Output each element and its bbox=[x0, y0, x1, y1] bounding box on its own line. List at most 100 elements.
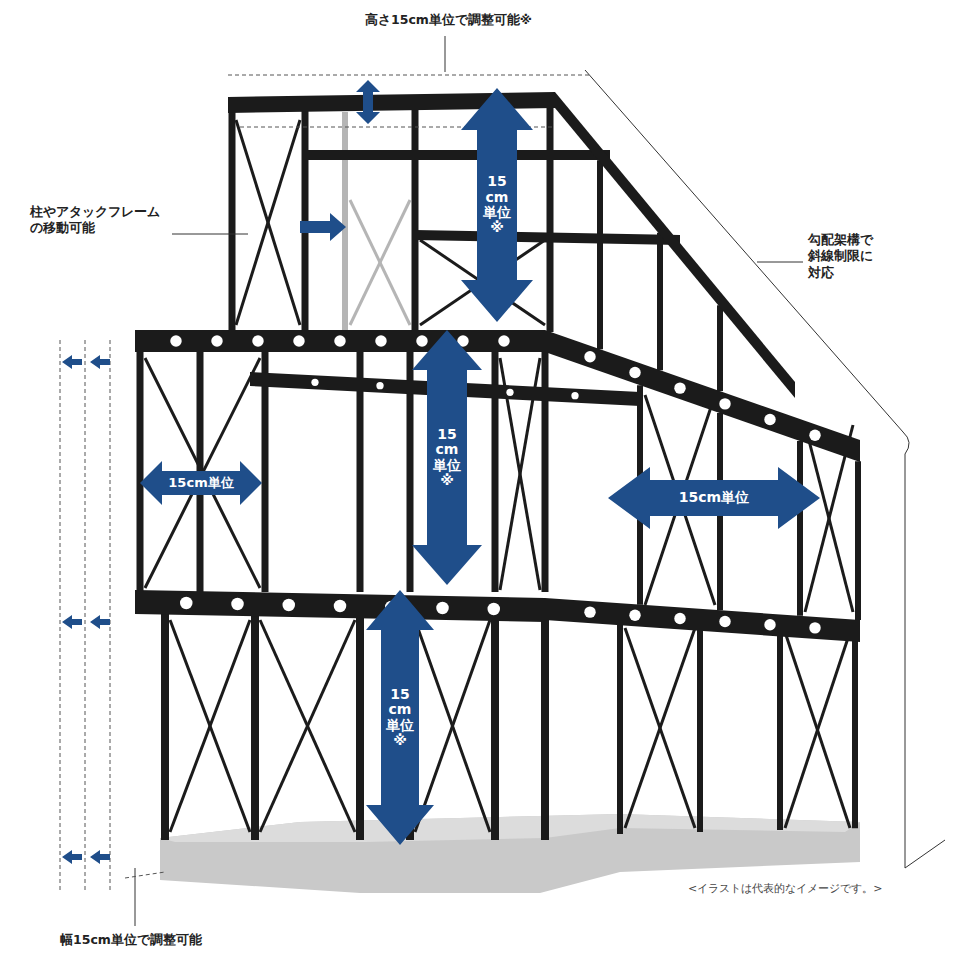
frame-part bbox=[135, 330, 545, 352]
frame-part bbox=[764, 414, 775, 425]
annotation: 勾配架構で 斜線制限に 対応 bbox=[808, 232, 876, 281]
frame-part bbox=[283, 599, 295, 611]
frame-part bbox=[764, 619, 775, 630]
frame-part bbox=[90, 355, 110, 369]
frame-part bbox=[356, 612, 364, 840]
frame-part bbox=[617, 621, 623, 834]
frame-part bbox=[855, 461, 861, 620]
frame-part bbox=[302, 108, 309, 332]
frame-part bbox=[236, 120, 300, 325]
frame-part bbox=[350, 200, 410, 325]
frame-part bbox=[797, 441, 803, 616]
frame-part bbox=[674, 613, 685, 624]
frame-part bbox=[584, 606, 595, 617]
frame-part bbox=[125, 872, 165, 878]
frame-part bbox=[170, 620, 250, 832]
frame-part bbox=[260, 620, 355, 832]
frame-part bbox=[625, 628, 695, 828]
frame-part bbox=[657, 233, 663, 370]
dimension-arrow: 15 cm 単位 ※ bbox=[412, 330, 482, 585]
frame-part bbox=[228, 75, 590, 76]
frame-part bbox=[852, 636, 858, 828]
frame-part bbox=[229, 108, 236, 332]
frame-part bbox=[809, 622, 820, 633]
frame-part bbox=[584, 351, 595, 362]
frame-part bbox=[62, 615, 82, 629]
frame-part bbox=[436, 602, 448, 614]
frame-part bbox=[545, 598, 860, 642]
frame-part bbox=[252, 335, 263, 346]
caption: <イラストは代表的なイメージです。> bbox=[688, 882, 882, 896]
frame-part bbox=[311, 379, 318, 386]
arrow-shape bbox=[140, 461, 262, 505]
frame-part bbox=[300, 213, 346, 241]
frame-part bbox=[674, 382, 685, 393]
frame-part bbox=[412, 108, 419, 332]
frame-part bbox=[785, 632, 850, 828]
arrow-label: 15 cm 単位 ※ bbox=[385, 687, 415, 749]
frame-part bbox=[342, 112, 348, 330]
frame-part bbox=[415, 620, 490, 832]
frame-part bbox=[541, 612, 549, 840]
frame-part bbox=[110, 340, 111, 890]
arrow-shape bbox=[608, 467, 820, 529]
frame-part bbox=[415, 620, 490, 832]
frame-part bbox=[785, 632, 850, 828]
arrow-label: 15cm単位 bbox=[168, 474, 233, 492]
arrow-shape bbox=[412, 330, 482, 585]
arrow-label: 15cm単位 bbox=[679, 489, 749, 507]
frame-part bbox=[445, 36, 446, 72]
frame-part bbox=[180, 597, 192, 609]
arrow-shape bbox=[461, 88, 533, 322]
frame-part bbox=[334, 600, 346, 612]
frame-part bbox=[488, 603, 500, 615]
frame-part bbox=[356, 80, 380, 124]
frame-part bbox=[905, 840, 945, 868]
frame-part bbox=[555, 92, 795, 398]
frame-part bbox=[211, 335, 222, 346]
frame-part bbox=[376, 382, 383, 389]
frame-part bbox=[85, 340, 86, 890]
frame-part bbox=[293, 335, 304, 346]
frame-part bbox=[547, 108, 554, 332]
frame-part bbox=[697, 626, 703, 832]
dimension-arrow: 15 cm 単位 ※ bbox=[366, 590, 434, 845]
frame-part bbox=[415, 230, 680, 245]
arrow-label: 15 cm 単位 ※ bbox=[432, 427, 462, 489]
frame-part bbox=[777, 631, 783, 830]
frame-part bbox=[717, 305, 723, 391]
frame-part bbox=[597, 160, 603, 349]
frame-part bbox=[491, 612, 499, 840]
frame-part bbox=[135, 590, 545, 622]
annotation: 柱やアタックフレーム の移動可能 bbox=[30, 204, 160, 237]
frame-part bbox=[629, 610, 640, 621]
annotation: 幅15cm単位で調整可能 bbox=[60, 932, 202, 948]
frame-part bbox=[625, 628, 695, 828]
frame-part bbox=[161, 612, 169, 840]
frame-part bbox=[90, 850, 110, 864]
frame-part bbox=[90, 615, 110, 629]
frame-part bbox=[60, 340, 61, 890]
frame-part bbox=[571, 392, 578, 399]
frame-part bbox=[545, 330, 860, 462]
annotation: 高さ15cm単位で調整可能※ bbox=[365, 12, 532, 28]
arrow-label: 15 cm 単位 ※ bbox=[482, 174, 512, 236]
frame-part bbox=[416, 335, 427, 346]
frame-part bbox=[251, 612, 259, 840]
frame-part bbox=[506, 389, 513, 396]
frame-part bbox=[375, 335, 386, 346]
frame-part bbox=[629, 367, 640, 378]
frame-part bbox=[350, 200, 410, 325]
frame-part bbox=[137, 350, 144, 592]
dimension-arrow: 15cm単位 bbox=[140, 461, 262, 505]
frame-part bbox=[236, 120, 300, 325]
arrow-shape bbox=[366, 590, 434, 845]
frame-part bbox=[542, 350, 549, 592]
frame-part bbox=[62, 355, 82, 369]
dimension-arrow: 15 cm 単位 ※ bbox=[461, 88, 533, 322]
dimension-arrow: 15cm単位 bbox=[608, 467, 820, 529]
frame-part bbox=[585, 70, 909, 868]
frame-part bbox=[809, 430, 820, 441]
frame-part bbox=[231, 598, 243, 610]
frame-part bbox=[498, 335, 509, 346]
